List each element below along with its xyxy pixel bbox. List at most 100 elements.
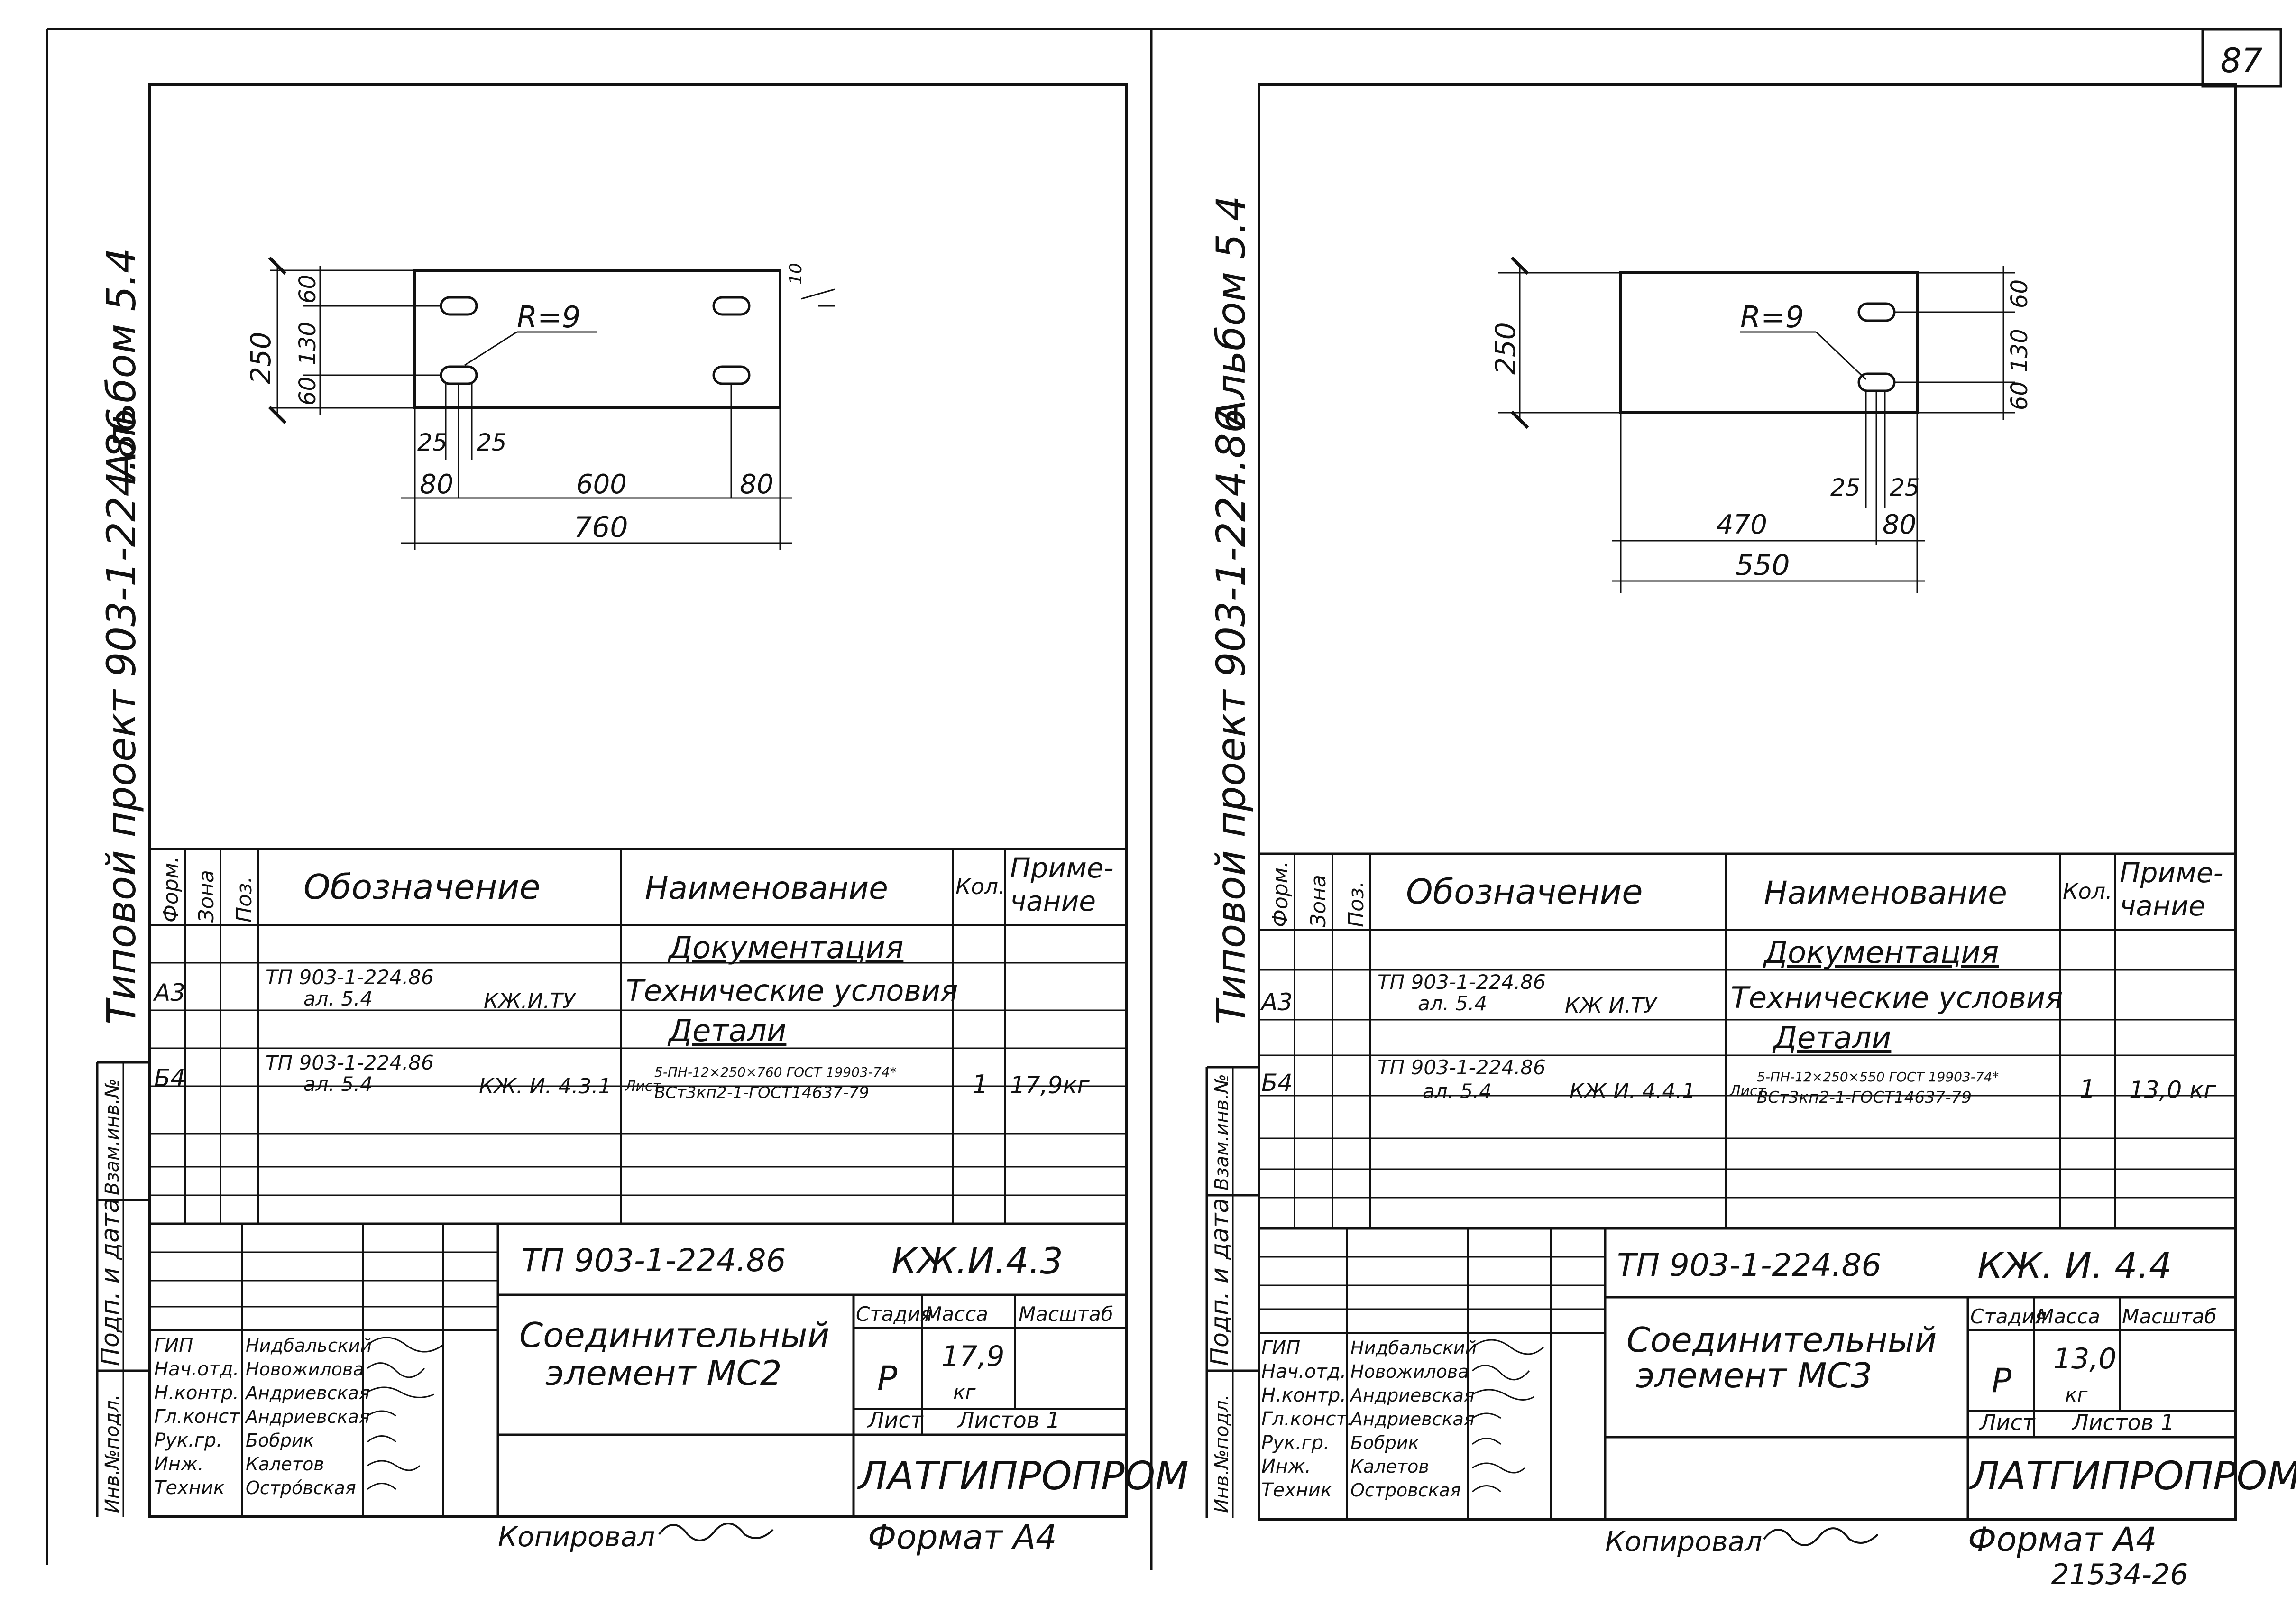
tb-name: Нидбальский — [1350, 1338, 1477, 1358]
spec-header-note: Приме- — [1010, 852, 1114, 884]
tb-name: Новожилова — [246, 1359, 364, 1380]
slot-hole — [440, 296, 478, 316]
spec-row2-code-mark: КЖ И. 4.4.1 — [1570, 1079, 1695, 1103]
dim-label: 250 — [245, 332, 277, 384]
bottom-note: 21534-26 — [2051, 1558, 2188, 1591]
tb-lists-label: Листов 1 — [957, 1407, 1060, 1433]
tb-role: Гл.конст. — [1261, 1408, 1353, 1430]
tb-role: Н.контр. — [1261, 1384, 1346, 1406]
sheet-left: Альбом 5.4 Типовой проект 903-1-224.86 В… — [96, 83, 1189, 1557]
spec-table: Форм. Зона Поз. Обозначение Наименование… — [1259, 852, 2236, 1230]
tb-role: Инж. — [154, 1453, 204, 1475]
side-strip: Взам.инв.№ Подп. и дата Инв.№подл. — [96, 1061, 150, 1517]
spec-row2-qty: 1 — [972, 1070, 988, 1099]
spec-row1-code-line1: ТП 903-1-224.86 — [266, 966, 434, 989]
format-label: Формат А4 — [868, 1518, 1057, 1557]
tb-name: Островская — [1350, 1480, 1461, 1501]
tb-stage: Р — [1992, 1361, 2012, 1400]
spec-header-note-2: чание — [2120, 890, 2205, 922]
strip-label-inv: Инв.№подл. — [1211, 1394, 1233, 1513]
tb-name: Бобрик — [246, 1430, 314, 1451]
spec-row2-code-mark: КЖ. И. 4.3.1 — [479, 1074, 611, 1098]
dim-label: 25 — [1890, 474, 1920, 501]
tb-list-label: Лист — [1979, 1410, 2036, 1435]
tb-mass: 17,9 — [941, 1340, 1005, 1373]
tb-role: Техник — [1261, 1479, 1332, 1501]
slot-hole — [1857, 372, 1896, 392]
strip-label-replace: Взам.инв.№ — [1211, 1074, 1233, 1190]
spec-row2-format: Б4 — [1261, 1069, 1293, 1097]
spec-row2-format: Б4 — [154, 1064, 185, 1092]
tb-role: Техник — [154, 1477, 225, 1499]
tb-role: ГИП — [1261, 1337, 1300, 1359]
tb-stage-label: Стадия — [856, 1302, 932, 1326]
side-strip: Взам.инв.№ Подп. и дата Инв.№подл. — [1205, 1066, 1259, 1518]
spec-header-name: Наименование — [1764, 875, 2007, 911]
format-label: Формат А4 — [1968, 1520, 2157, 1559]
spec-header-format: Форм. — [159, 856, 183, 923]
dim-label: 250 — [1489, 322, 1522, 375]
tb-role: Н.контр. — [154, 1382, 239, 1404]
copied-signature — [1763, 1527, 1879, 1546]
spec-row2-name-prefix: Лист — [625, 1078, 662, 1095]
spec-row1-code-mark: КЖ И.ТУ — [1565, 994, 1658, 1018]
sheet-frame — [1258, 83, 2237, 1521]
dim-label: 60 — [2006, 381, 2033, 410]
tb-mass-label: Масса — [2037, 1305, 2100, 1328]
radius-label: R=9 — [1740, 300, 1804, 334]
spec-section-docs: Документация — [667, 931, 903, 966]
slot-hole — [712, 365, 751, 385]
plate-drawing: R=9 250 60 130 60 25 25 470 80 550 — [1489, 256, 2033, 593]
spec-row2-code-line1: ТП 903-1-224.86 — [1378, 1056, 1546, 1079]
tb-role: Нач.отд. — [1261, 1361, 1346, 1383]
title-block: ТП 903-1-224.86 КЖ.И.4.3 Соединительный … — [150, 1224, 1189, 1517]
sheet-frame — [148, 83, 1128, 1518]
spec-row2-note: 13,0 кг — [2129, 1076, 2216, 1104]
spec-table: Форм. Зона Поз. Обозначение Наименование… — [150, 848, 1127, 1225]
title-block: ТП 903-1-224.86 КЖ. И. 4.4 Соединительны… — [1259, 1228, 2296, 1518]
side-album: Альбом 5.4 — [1208, 195, 1254, 429]
spec-row2-note: 17,9кг — [1010, 1071, 1090, 1099]
plate-outline — [1619, 271, 1919, 414]
tb-org: ЛАТГИПРОПРОМ — [857, 1454, 1189, 1499]
slot-hole — [1857, 302, 1896, 322]
tb-role: Гл.конст. — [154, 1406, 246, 1428]
copied-by: Копировал — [1605, 1525, 1762, 1558]
spec-section-docs: Документация — [1763, 935, 1999, 970]
dim-label: 80 — [740, 469, 773, 500]
dim-label: 130 — [294, 322, 321, 365]
spec-row1-code-line2: ал. 5.4 — [1418, 992, 1487, 1015]
tb-name: Андриевская — [244, 1406, 370, 1427]
spec-row1-code-line2: ал. 5.4 — [303, 987, 373, 1010]
spec-header-note: Приме- — [2120, 857, 2223, 889]
side-project: Типовой проект 903-1-224.86 — [1208, 408, 1254, 1024]
dim-label: 470 — [1717, 509, 1767, 540]
spec-row2-name-bottom: ВСт3кп2-1-ГОСТ14637-79 — [1757, 1088, 1972, 1107]
dim-label: 25 — [417, 429, 448, 456]
tb-name: Андриевская — [244, 1383, 370, 1403]
copied-signature — [658, 1522, 774, 1541]
tb-role: Рук.гр. — [154, 1430, 222, 1451]
tb-sheet-code: КЖ.И.4.3 — [891, 1240, 1063, 1282]
spec-header-code: Обозначение — [1406, 872, 1643, 912]
spec-header-pos: Поз. — [1344, 881, 1368, 927]
strip-label-sign: Подп. и дата — [96, 1198, 125, 1366]
spec-row2-name-top: 5-ПН-12×250×760 ГОСТ 19903-74* — [654, 1064, 896, 1080]
tb-name: Калетов — [246, 1454, 324, 1475]
tb-object-line1: Соединительный — [519, 1315, 829, 1355]
tb-role: Рук.гр. — [1261, 1432, 1330, 1454]
slot-hole — [712, 296, 751, 316]
plate-outline — [413, 269, 781, 409]
tb-role: ГИП — [154, 1335, 193, 1356]
spec-header-code: Обозначение — [303, 867, 541, 907]
signature-scribble — [1472, 1339, 1544, 1493]
sheet-right: Альбом 5.4 Типовой проект 903-1-224.86 В… — [1205, 83, 2296, 1559]
spec-header-pos: Поз. — [232, 877, 257, 923]
dim-label: 130 — [2006, 329, 2033, 372]
spec-row2-name-bottom: ВСт3кп2-1-ГОСТ14637-79 — [654, 1083, 869, 1102]
tb-mass: 13,0 — [2053, 1342, 2117, 1375]
spec-row2-name-prefix: Лист — [1729, 1083, 1767, 1099]
spec-row1-format: А3 — [153, 979, 185, 1006]
dim-label: 60 — [294, 377, 321, 406]
tb-project: ТП 903-1-224.86 — [522, 1242, 786, 1279]
